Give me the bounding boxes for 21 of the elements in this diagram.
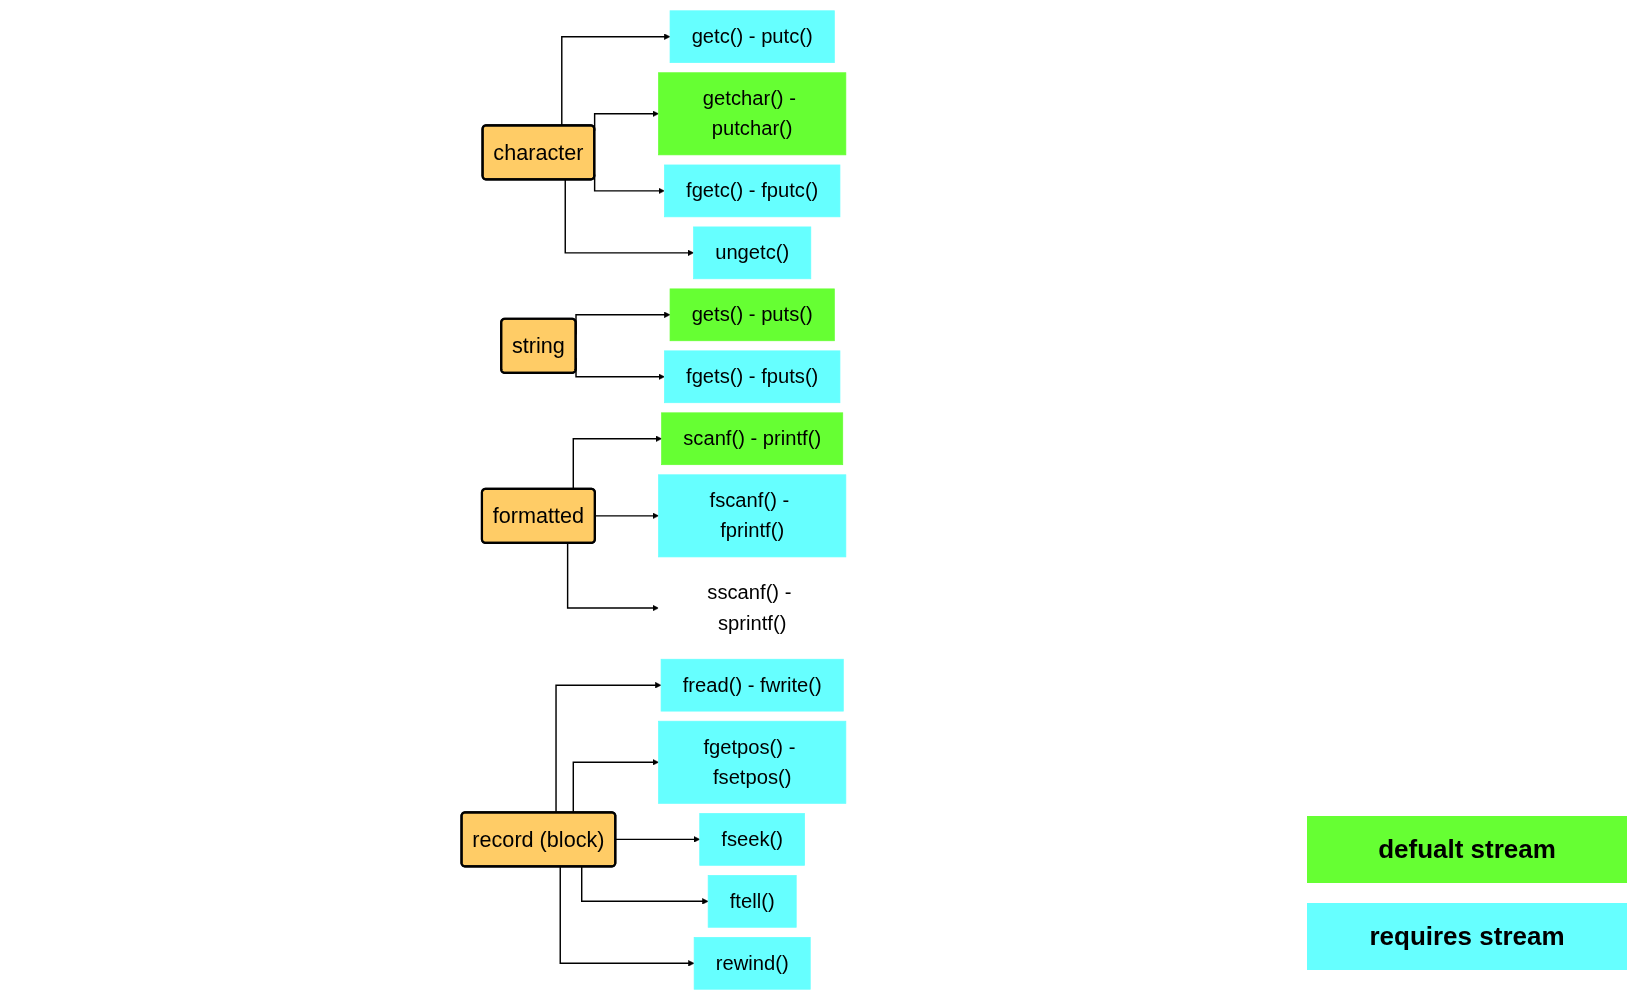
node-box: fgetc() - fputc()	[663, 164, 841, 218]
node-box: fread() - fwrite()	[660, 658, 844, 712]
node-box: getc() - putc()	[669, 10, 835, 63]
node-box: fgets() - fputs()	[663, 350, 841, 404]
node-box: scanf() - printf()	[661, 412, 843, 466]
node-box: ftell()	[707, 875, 797, 928]
node-box: getchar() - putchar()	[657, 72, 846, 156]
node-box: ungetc()	[693, 226, 811, 280]
legend-swatch: defualt stream	[1307, 816, 1627, 883]
arrow	[580, 866, 709, 905]
node-text: sscanf() - sprintf()	[707, 581, 792, 635]
node-box: fgetpos() - fsetpos()	[657, 720, 846, 804]
arrow	[594, 512, 659, 519]
arrow	[566, 542, 659, 612]
arrow	[564, 179, 694, 257]
node-box: rewind()	[693, 937, 811, 990]
node-box: gets() - puts()	[669, 288, 835, 342]
legend-swatch: requires stream	[1307, 903, 1627, 970]
node-box: fscanf() - fprintf()	[657, 474, 846, 558]
node-box: fseek()	[699, 813, 805, 866]
arrow	[559, 866, 695, 967]
